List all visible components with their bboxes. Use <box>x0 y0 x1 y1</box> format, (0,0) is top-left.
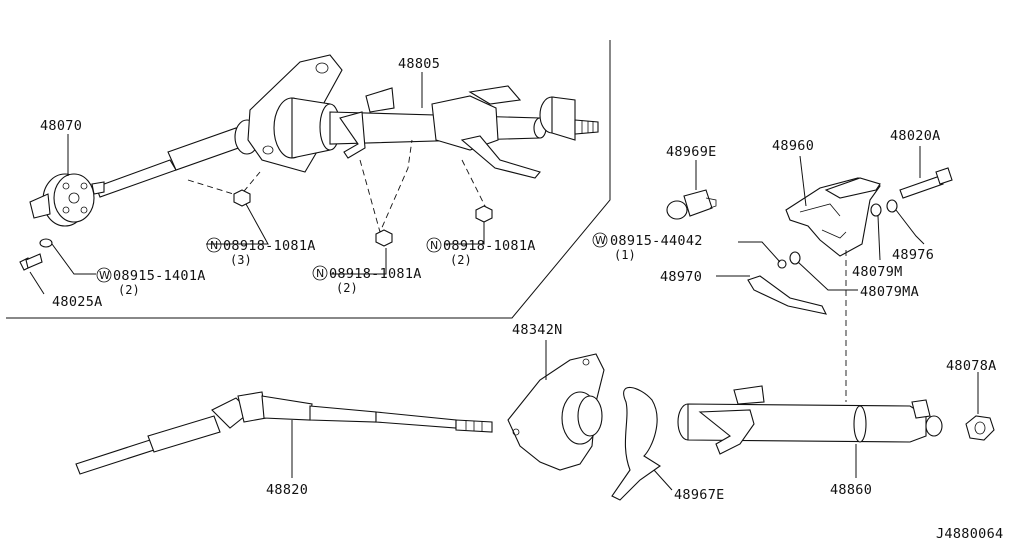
nut-drawings <box>233 189 493 247</box>
lower-column-tube-drawing <box>677 385 943 455</box>
leader-08918-a <box>206 203 269 245</box>
rubber-coupling-drawing <box>29 173 105 227</box>
leader-48967E <box>653 469 673 491</box>
callout-08918-1081A-c: N 08918-1081A (2) <box>426 237 536 267</box>
leader-08915-44042 <box>738 241 781 263</box>
leader-48079MA <box>797 261 858 291</box>
lower-shaft-drawing <box>75 391 493 475</box>
label-08918-1081A-a: 08918-1081A <box>223 238 316 254</box>
leader-08918-b <box>330 248 387 275</box>
label-48970: 48970 <box>660 269 702 285</box>
diagram-id: J4880064 <box>936 526 1003 542</box>
callout-08915-1401A: W 08915-1401A (2) <box>96 267 206 297</box>
label-48820: 48820 <box>266 482 308 498</box>
callout-08918-1081A-a: N 08918-1081A (3) <box>206 237 316 267</box>
label-48860: 48860 <box>830 482 872 498</box>
callout-08915-44042: W 08915-44042 (1) <box>592 232 703 262</box>
leader-48960 <box>799 155 807 207</box>
qty-08915-44042: (1) <box>614 248 636 262</box>
clamp-band-drawing <box>611 386 661 501</box>
callout-08918-1081A-b: N 08918-1081A (2) <box>312 265 422 295</box>
prefix-w-icon: W <box>595 234 606 247</box>
label-48070: 48070 <box>40 118 82 134</box>
label-48020A: 48020A <box>890 128 941 144</box>
qty-08918-1081A-b: (2) <box>336 281 358 295</box>
label-48078A: 48078A <box>946 358 997 374</box>
lock-bracket-drawing <box>785 177 881 257</box>
label-48342N: 48342N <box>512 322 563 338</box>
prefix-n-icon: N <box>210 239 218 252</box>
label-48025A: 48025A <box>52 294 103 310</box>
nut-48078A-drawing <box>965 415 995 441</box>
bracket-48970-drawing <box>747 251 828 315</box>
bolt-48020A-drawing <box>870 167 953 217</box>
leader-48025A <box>29 271 45 295</box>
label-48079MA: 48079MA <box>860 284 919 300</box>
label-48960: 48960 <box>772 138 814 154</box>
key-lock-drawing <box>666 189 717 220</box>
label-48967E: 48967E <box>674 487 725 503</box>
label-08918-1081A-c: 08918-1081A <box>443 238 536 254</box>
leader-08918-c <box>444 222 485 245</box>
group-border <box>6 40 611 319</box>
prefix-w-icon: W <box>99 269 110 282</box>
bolt-drawing <box>19 238 53 271</box>
label-08915-1401A: 08915-1401A <box>113 268 206 284</box>
qty-08918-1081A-a: (3) <box>230 253 252 267</box>
leader-48976 <box>895 209 925 245</box>
label-48805: 48805 <box>398 56 440 72</box>
label-08915-44042: 08915-44042 <box>610 233 703 249</box>
dash-panel-cover-drawing <box>507 353 605 471</box>
prefix-n-icon: N <box>430 239 438 252</box>
prefix-n-icon: N <box>316 267 324 280</box>
steering-column-assembly-drawing <box>95 54 599 234</box>
label-08918-1081A-b: 08918-1081A <box>329 266 422 282</box>
label-48079M: 48079M <box>852 264 903 280</box>
qty-08915-1401A: (2) <box>118 283 140 297</box>
leader-08915-1401A <box>51 243 96 275</box>
label-48976: 48976 <box>892 247 934 263</box>
leader-48079M <box>877 215 881 261</box>
label-48969E: 48969E <box>666 144 717 160</box>
qty-08918-1081A-c: (2) <box>450 253 472 267</box>
